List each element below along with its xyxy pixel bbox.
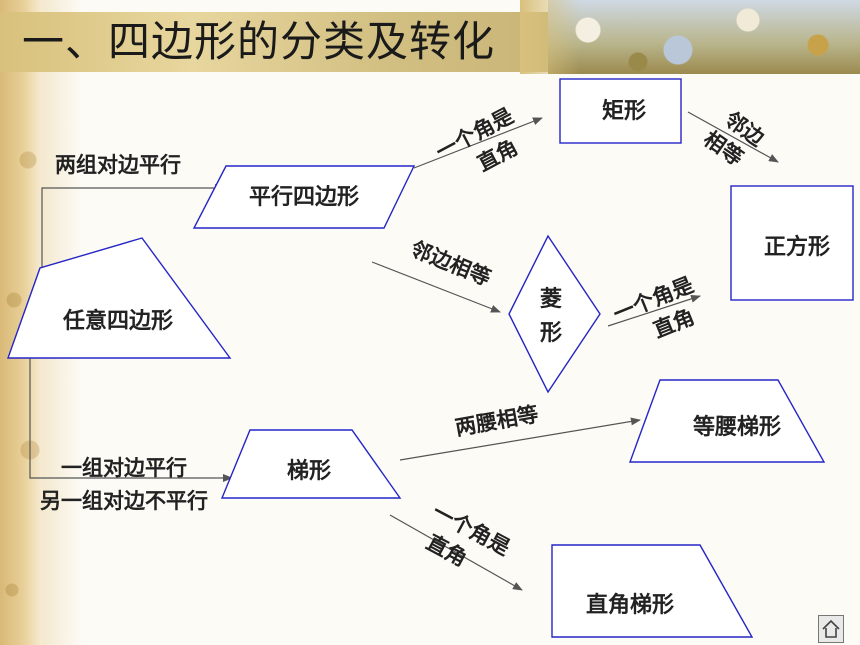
node-shapes xyxy=(7,78,854,638)
edge-label-two-pairs-parallel: 两组对边平行 xyxy=(55,153,181,177)
edge-label-right-angle-to-square: 一个角是 直角 xyxy=(610,273,698,343)
node-rectangle-label: 矩形 xyxy=(602,98,646,124)
node-arbitrary-label: 任意四边形 xyxy=(62,308,173,334)
edge-arbitrary-to-parallelogram xyxy=(41,184,225,268)
node-rhombus-shape xyxy=(508,234,601,394)
node-trapezoid-label: 梯形 xyxy=(287,458,331,484)
node-rhombus-label: 菱 xyxy=(540,286,562,312)
edge-label-one-pair-parallel-line2: 另一组对边不平行 xyxy=(40,489,208,513)
node-square-label: 正方形 xyxy=(764,234,830,260)
node-labels: 任意四边形 平行四边形 矩形 正方形 菱 形 梯形 等腰梯形 直角梯形 xyxy=(62,98,830,618)
connectors xyxy=(29,111,779,591)
edge-rhombus-to-square xyxy=(607,294,701,327)
svg-text:邻边相等: 邻边相等 xyxy=(407,237,494,291)
decorative-photo-fade xyxy=(520,0,580,74)
edge-label-legs-equal: 两腰相等 xyxy=(453,402,540,440)
slide-title: 一、四边形的分类及转化 xyxy=(22,17,496,66)
edge-label-right-angle-to-rectangle: 一个角是 直角 xyxy=(432,104,522,177)
node-parallelogram-shape xyxy=(192,165,416,229)
node-isosceles-trapezoid-label: 等腰梯形 xyxy=(693,414,781,440)
nav-button[interactable] xyxy=(818,615,844,643)
title-banner xyxy=(0,12,548,72)
edge-label-right-angle-to-right-trapezoid: 一个角是 直角 xyxy=(422,500,514,572)
node-right-trapezoid-shape xyxy=(551,544,754,638)
edge-trapezoid-to-right-trapezoid xyxy=(389,514,523,591)
edge-parallelogram-to-rectangle xyxy=(413,117,543,169)
node-rectangle-shape xyxy=(559,78,682,144)
node-trapezoid-shape xyxy=(220,429,402,499)
node-right-trapezoid-label: 直角梯形 xyxy=(586,592,674,618)
node-arbitrary-shape xyxy=(7,237,232,359)
edge-rectangle-to-square xyxy=(687,111,779,163)
edge-parallelogram-to-rhombus xyxy=(371,261,501,313)
node-parallelogram-label: 平行四边形 xyxy=(249,184,359,210)
decorative-photo xyxy=(548,0,860,74)
edge-label-adjacent-equal-to-square: 邻边 相等 xyxy=(699,107,769,170)
edge-label-one-pair-parallel-line1: 一组对边平行 xyxy=(61,456,187,480)
node-rhombus-label-line2: 形 xyxy=(540,321,562,346)
node-square-shape xyxy=(730,185,854,301)
edge-trapezoid-to-isosceles-trapezoid xyxy=(399,417,641,461)
edge-label-adjacent-equal-to-rhombus: 邻边相等 xyxy=(407,237,494,291)
edge-arbitrary-to-trapezoid xyxy=(29,356,233,482)
node-isosceles-trapezoid-shape xyxy=(628,379,826,463)
svg-text:两腰相等: 两腰相等 xyxy=(453,402,540,440)
home-icon xyxy=(822,619,840,638)
